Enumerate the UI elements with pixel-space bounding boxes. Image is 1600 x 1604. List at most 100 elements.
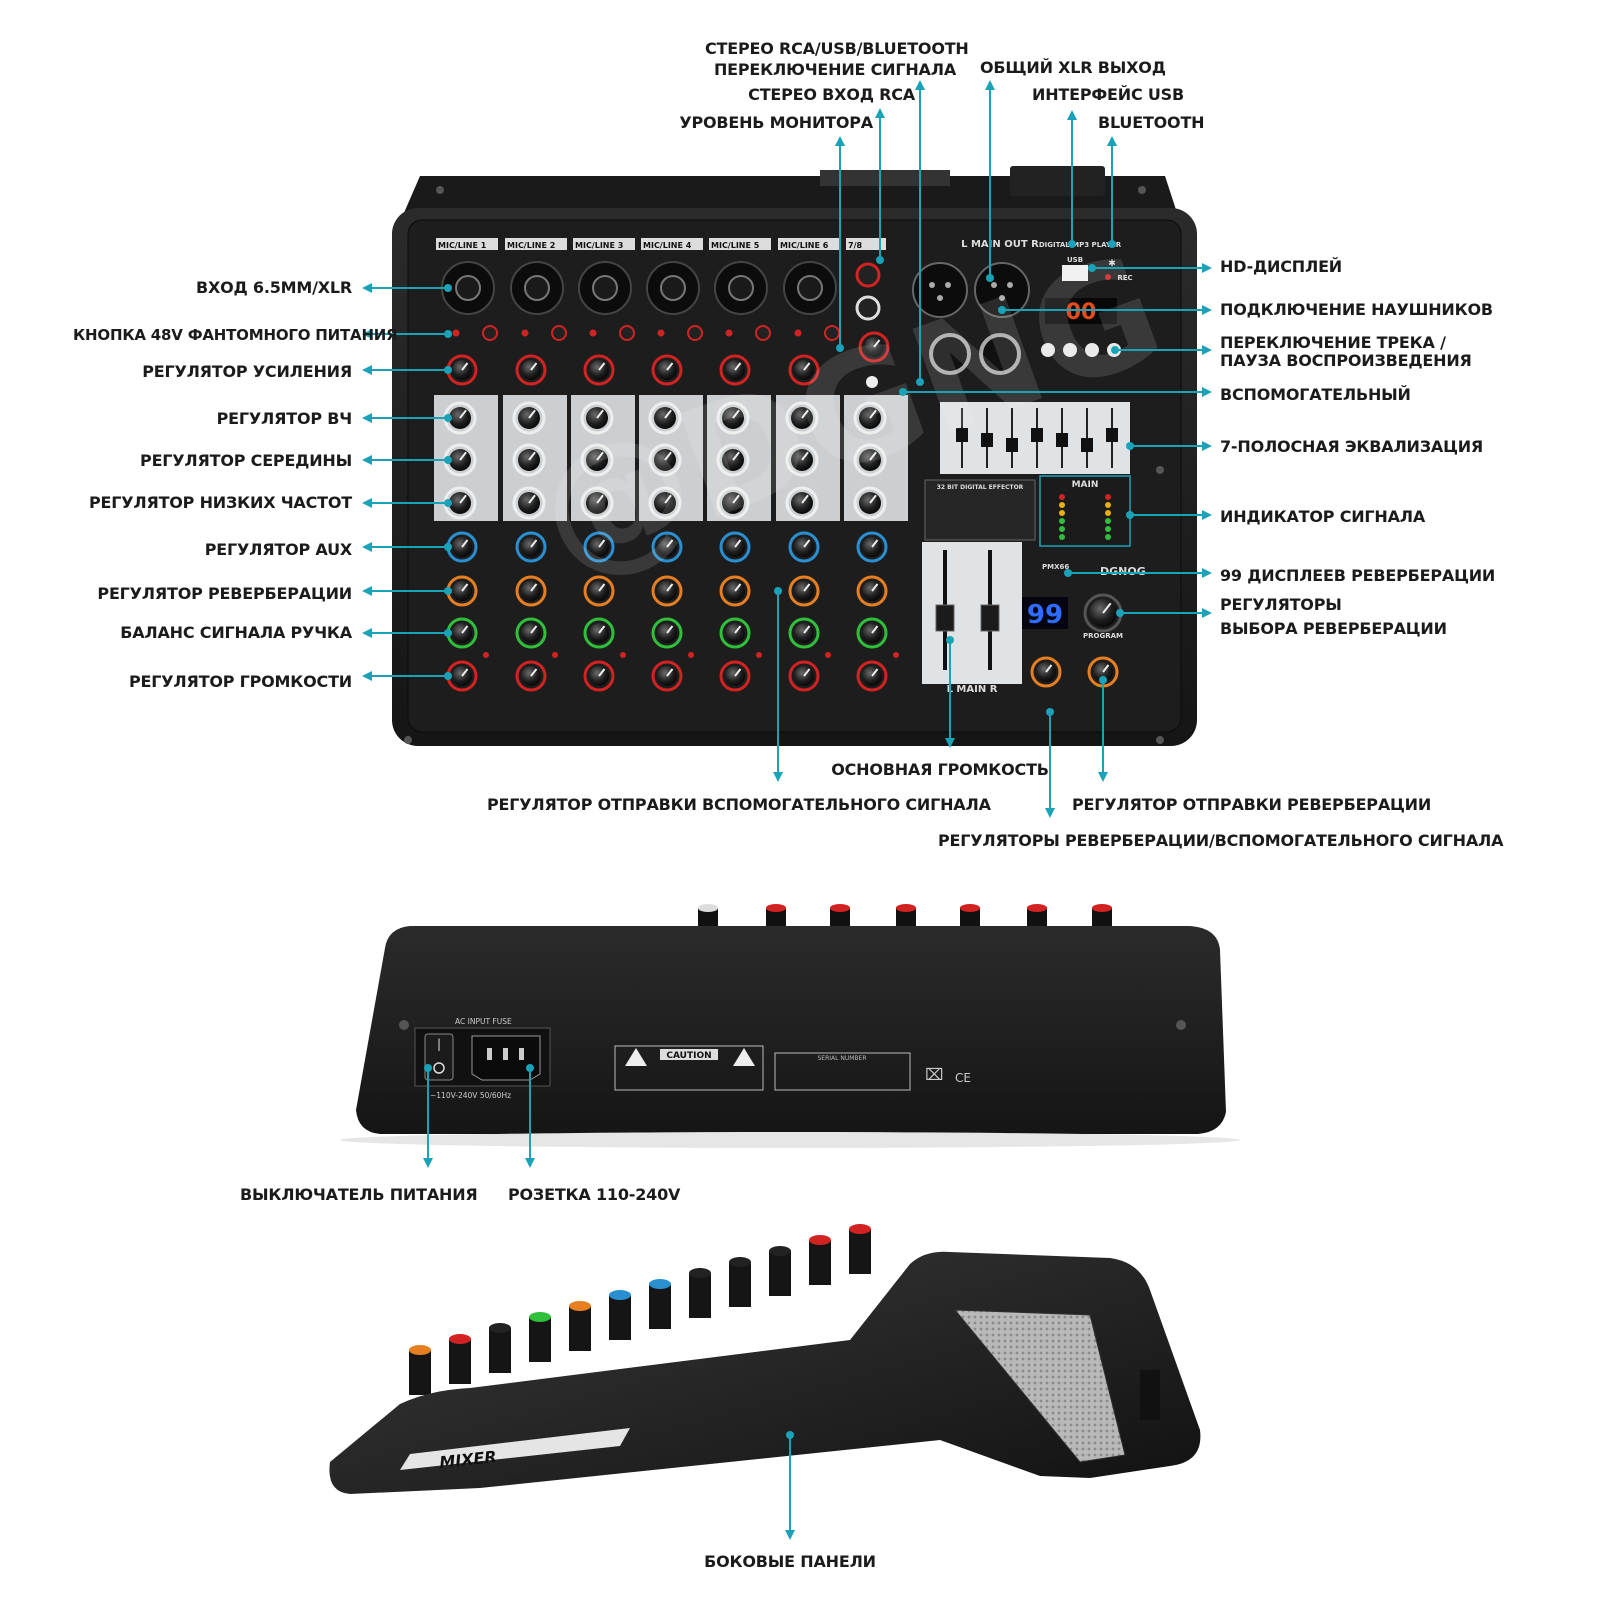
side-knob-body-4 xyxy=(529,1317,551,1362)
pan-knob[interactable] xyxy=(515,617,547,649)
phantom-button[interactable] xyxy=(619,325,635,341)
aux-knob[interactable] xyxy=(583,531,615,563)
eq-fader-1[interactable] xyxy=(956,428,968,442)
fx-knob[interactable] xyxy=(515,575,547,607)
phantom-button[interactable] xyxy=(482,325,498,341)
eq-low-knob[interactable] xyxy=(512,486,546,520)
channel-label-bg xyxy=(709,238,771,250)
side-knob-cap-9 xyxy=(729,1257,751,1267)
main-fader-cap-2[interactable] xyxy=(980,604,1000,632)
caution-text: CAUTION xyxy=(666,1051,711,1061)
eq-high-knob[interactable] xyxy=(853,401,887,435)
callout-track-1: ПЕРЕКЛЮЧЕНИЕ ТРЕКА / xyxy=(1220,333,1446,352)
program-knob[interactable] xyxy=(1083,593,1123,633)
phone-level-knob[interactable] xyxy=(858,331,890,363)
source-switch-button[interactable] xyxy=(866,376,878,388)
player-button-3[interactable] xyxy=(1085,343,1099,357)
fx-knob[interactable] xyxy=(446,575,478,607)
aux-knob[interactable] xyxy=(788,531,820,563)
eq-high-knob[interactable] xyxy=(512,401,546,435)
aux-knob[interactable] xyxy=(446,531,478,563)
aux-knob[interactable] xyxy=(719,531,751,563)
phantom-button[interactable] xyxy=(755,325,771,341)
fx-knob[interactable] xyxy=(719,575,751,607)
aux-knob[interactable] xyxy=(515,531,547,563)
rca-jack-left[interactable] xyxy=(855,295,881,321)
volume-knob[interactable] xyxy=(583,660,615,692)
serial-text: SERIAL NUMBER xyxy=(817,1055,866,1062)
eq-fader-7[interactable] xyxy=(1106,428,1118,442)
rca-jack-right[interactable] xyxy=(855,262,881,288)
eq-low-knob[interactable] xyxy=(785,486,819,520)
volume-knob-pointer xyxy=(871,668,879,677)
player-button-2[interactable] xyxy=(1063,343,1077,357)
eq-mid-knob[interactable] xyxy=(785,443,819,477)
volume-knob[interactable] xyxy=(651,660,683,692)
eq-high-knob[interactable] xyxy=(716,401,750,435)
gain-knob[interactable] xyxy=(446,354,478,386)
phantom-button[interactable] xyxy=(687,325,703,341)
volume-knob[interactable] xyxy=(719,660,751,692)
gain-knob[interactable] xyxy=(719,354,751,386)
power-switch[interactable] xyxy=(424,1033,454,1081)
eq-mid-knob[interactable] xyxy=(648,443,682,477)
eq-low-knob[interactable] xyxy=(716,486,750,520)
eq-mid-knob-pointer xyxy=(596,451,604,461)
gain-knob[interactable] xyxy=(515,354,547,386)
eq-fader-4[interactable] xyxy=(1031,428,1043,442)
eq-fader-3[interactable] xyxy=(1006,438,1018,452)
socket-pin-3 xyxy=(519,1048,524,1060)
eq-low-knob[interactable] xyxy=(580,486,614,520)
gain-knob[interactable] xyxy=(651,354,683,386)
aux-knob-pointer xyxy=(530,539,538,548)
eq-fader-2[interactable] xyxy=(981,433,993,447)
pan-knob[interactable] xyxy=(446,617,478,649)
main-fader-cap-1[interactable] xyxy=(935,604,955,632)
pan-knob[interactable] xyxy=(651,617,683,649)
eq-high-knob[interactable] xyxy=(648,401,682,435)
player-button-1[interactable] xyxy=(1041,343,1055,357)
eq-mid-knob[interactable] xyxy=(512,443,546,477)
peak-led xyxy=(483,652,489,658)
pan-knob[interactable] xyxy=(583,617,615,649)
eq-low-knob[interactable] xyxy=(853,486,887,520)
fx-knob[interactable] xyxy=(583,575,615,607)
fx-knob[interactable] xyxy=(651,575,683,607)
eq-mid-knob[interactable] xyxy=(580,443,614,477)
gain-knob[interactable] xyxy=(788,354,820,386)
rear-view: | AC INPUT FUSE ~110V-240V 50/60Hz CAUTI… xyxy=(340,904,1240,1148)
pan-knob[interactable] xyxy=(719,617,751,649)
phantom-button[interactable] xyxy=(551,325,567,341)
eq-high-knob[interactable] xyxy=(580,401,614,435)
gain-knob[interactable] xyxy=(583,354,615,386)
eq-mid-knob[interactable] xyxy=(716,443,750,477)
eq-mid-knob[interactable] xyxy=(853,443,887,477)
eq-mid-knob-pointer xyxy=(801,451,809,461)
fx-to-aux-knob[interactable] xyxy=(1030,656,1062,688)
volume-knob[interactable] xyxy=(515,660,547,692)
gain-knob-ring xyxy=(788,354,820,386)
volume-knob[interactable] xyxy=(856,660,888,692)
eq-low-knob[interactable] xyxy=(648,486,682,520)
phone-jack-1[interactable] xyxy=(929,333,971,375)
aux-knob[interactable] xyxy=(651,531,683,563)
volume-knob[interactable] xyxy=(788,660,820,692)
pan-knob[interactable] xyxy=(788,617,820,649)
pan-knob[interactable] xyxy=(856,617,888,649)
callout-dot-left-6 xyxy=(444,543,452,551)
channel-label-bg xyxy=(505,238,567,250)
fx-knob[interactable] xyxy=(856,575,888,607)
xlr-out-left[interactable] xyxy=(912,262,968,318)
fx-knob[interactable] xyxy=(788,575,820,607)
eq-fader-6[interactable] xyxy=(1081,438,1093,452)
volume-knob[interactable] xyxy=(446,660,478,692)
eq-fader-5[interactable] xyxy=(1056,433,1068,447)
eq-high-knob-pointer xyxy=(664,409,672,419)
usb-port[interactable] xyxy=(1062,265,1088,281)
rec-led xyxy=(1105,274,1111,280)
phone-jack-2[interactable] xyxy=(979,333,1021,375)
aux-knob[interactable] xyxy=(856,531,888,563)
eq-high-knob[interactable] xyxy=(785,401,819,435)
eq-low-knob-ring xyxy=(580,486,614,520)
phantom-led xyxy=(725,329,733,337)
